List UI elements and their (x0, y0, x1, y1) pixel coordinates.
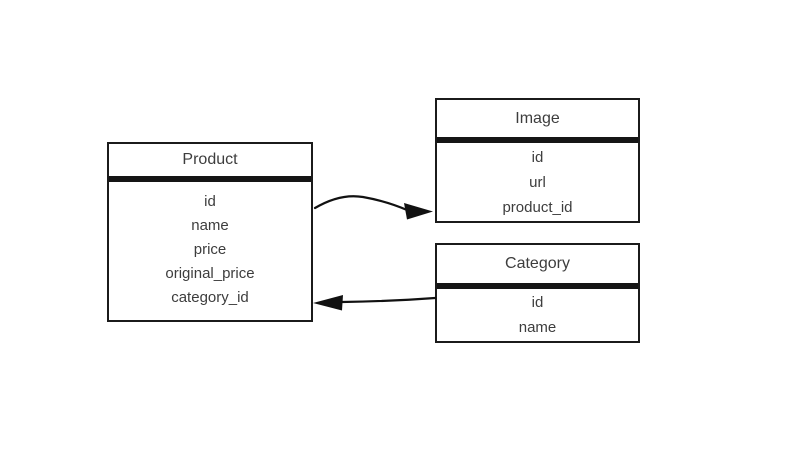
field-row: id (531, 294, 544, 311)
table-title-category: Category (437, 245, 638, 289)
field-row: id (531, 149, 544, 166)
field-row: name (191, 217, 229, 234)
table-fields-image: id url product_id (437, 143, 638, 220)
field-row: name (518, 319, 557, 336)
table-node-image[interactable]: Image id url product_id (435, 98, 640, 223)
table-title-product: Product (109, 144, 311, 182)
field-row: id (204, 193, 216, 210)
field-row: product_id (502, 199, 573, 216)
field-row: url (529, 174, 546, 191)
table-fields-category: id name (437, 289, 638, 340)
table-fields-product: id name price original_price category_id (109, 182, 311, 310)
field-row: original_price (165, 265, 255, 282)
arrow-category-to-product (313, 295, 437, 311)
table-node-category[interactable]: Category id name (435, 243, 640, 343)
arrow-product-to-image (313, 195, 433, 220)
table-title-image: Image (437, 100, 638, 143)
table-node-product[interactable]: Product id name price original_price cat… (107, 142, 313, 322)
field-row: price (193, 241, 227, 258)
field-row: category_id (171, 289, 249, 306)
